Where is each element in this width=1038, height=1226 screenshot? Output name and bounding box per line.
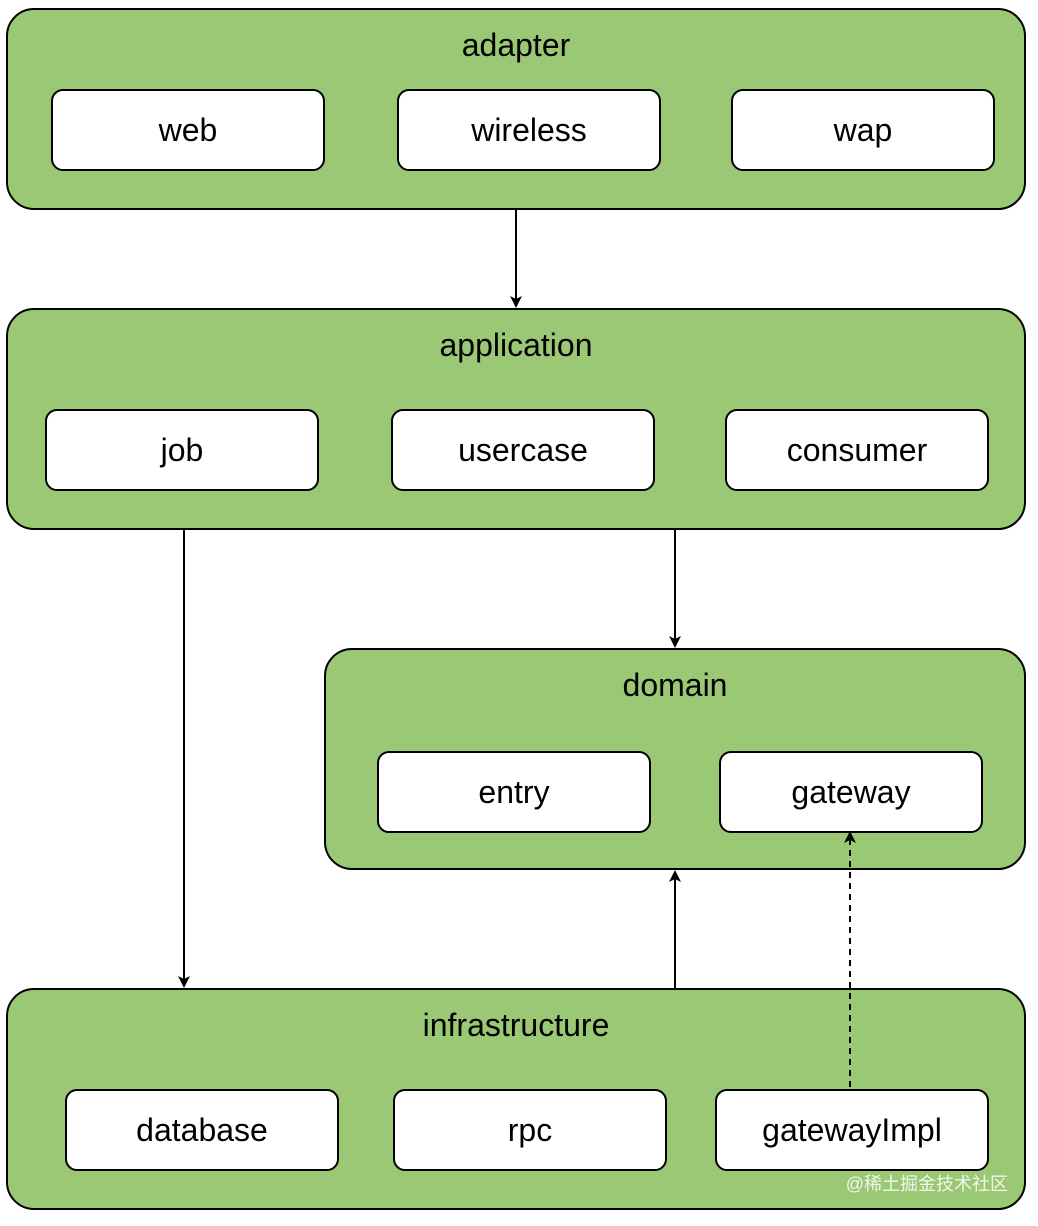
infrastructure-layer-title: infrastructure (422, 1007, 610, 1043)
wireless-module: wireless (397, 89, 661, 171)
domain-layer-title: domain (622, 667, 728, 703)
database-module: database (65, 1089, 339, 1171)
entry-module: entry (377, 751, 651, 833)
usercase-module: usercase (391, 409, 655, 491)
gateway-module: gateway (719, 751, 983, 833)
application-layer-title: application (439, 327, 593, 363)
web-module: web (51, 89, 325, 171)
infrastructure-layer: infrastructure database rpc gatewayImpl (6, 988, 1026, 1210)
gatewayimpl-module: gatewayImpl (715, 1089, 989, 1171)
job-module: job (45, 409, 319, 491)
adapter-layer: adapter web wireless wap (6, 8, 1026, 210)
application-layer: application job usercase consumer (6, 308, 1026, 530)
consumer-module: consumer (725, 409, 989, 491)
watermark: @稀土掘金技术社区 (845, 1174, 1008, 1194)
adapter-layer-title: adapter (461, 27, 571, 63)
wap-module: wap (731, 89, 995, 171)
rpc-module: rpc (393, 1089, 667, 1171)
domain-layer: domain entry gateway (324, 648, 1026, 870)
